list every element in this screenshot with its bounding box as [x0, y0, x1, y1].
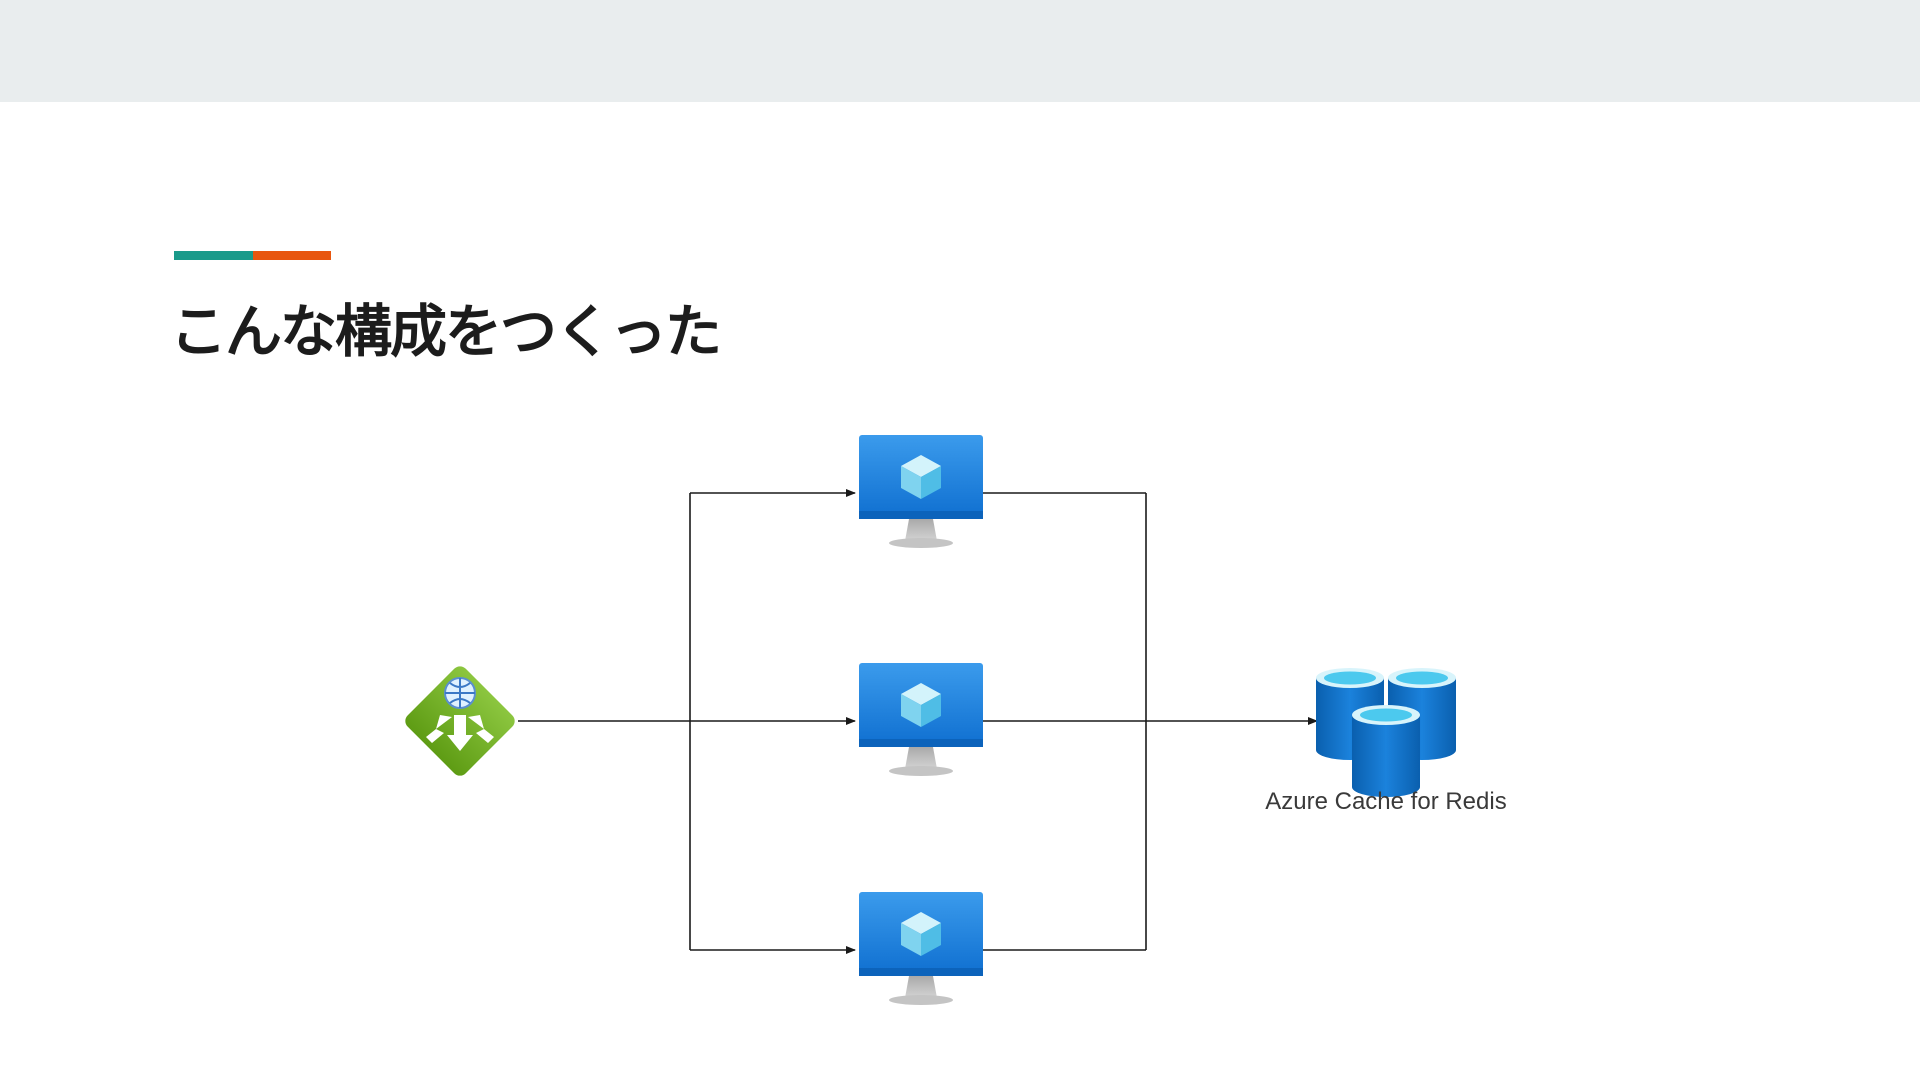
redis-caption: Azure Cache for Redis [1265, 788, 1506, 815]
application-gateway-icon [405, 666, 515, 776]
slide-title: こんな構成をつくった [170, 299, 722, 365]
connectors [518, 489, 1318, 954]
accent-teal [174, 251, 253, 260]
vm-bottom-icon [859, 892, 983, 1005]
title-accent-bar [174, 251, 331, 260]
accent-orange [252, 251, 331, 260]
vm-middle-icon [859, 663, 983, 776]
azure-cache-for-redis-icon [1316, 668, 1456, 797]
vm-top-icon [859, 435, 983, 548]
top-band [0, 0, 1920, 102]
